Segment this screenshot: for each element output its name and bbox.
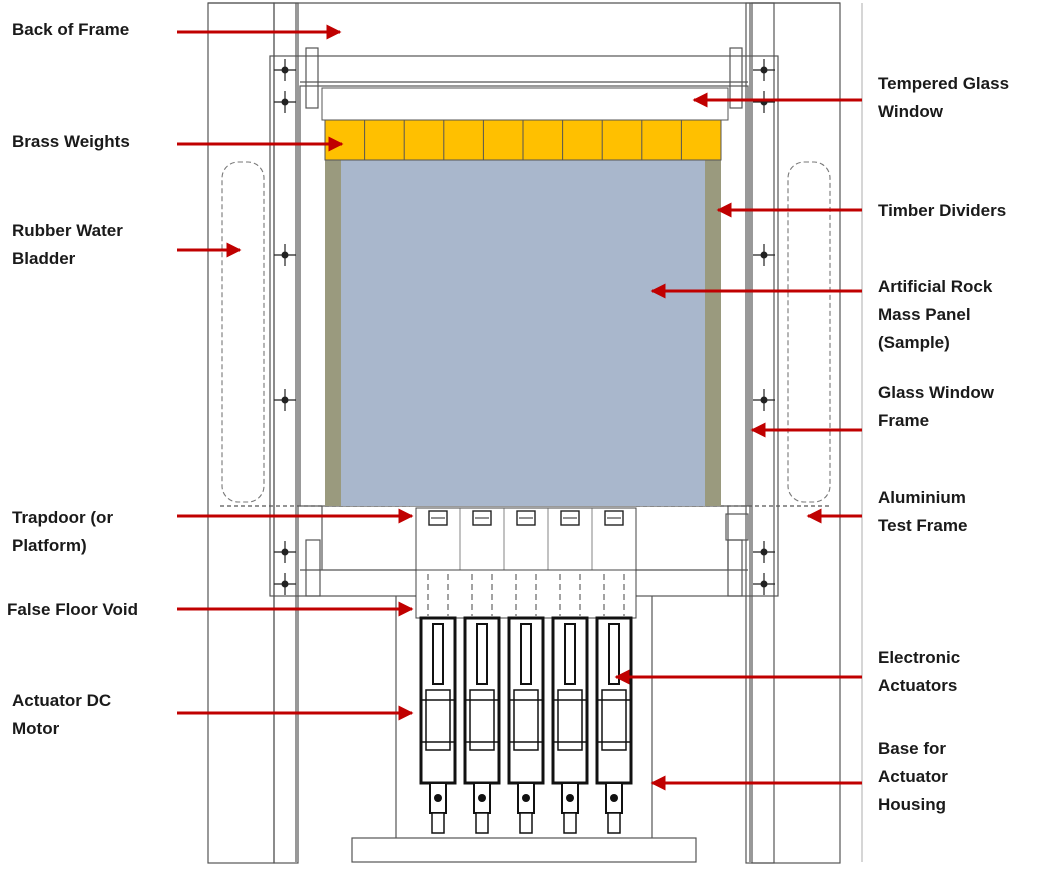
- actuator-rod: [432, 623, 444, 685]
- timber-divider-left: [325, 158, 341, 506]
- actuator-foot: [475, 812, 489, 834]
- false-floor-void-area: [415, 569, 637, 619]
- rubber-water-bladders: [221, 161, 831, 503]
- frame-bolt: [281, 251, 289, 259]
- actuator-pin: [478, 794, 486, 802]
- frame-bolt: [760, 66, 768, 74]
- frame-clamp: [305, 539, 321, 597]
- frame-bolt: [281, 98, 289, 106]
- frame-bolts: [274, 59, 775, 595]
- actuator-pin: [566, 794, 574, 802]
- label-false-floor-void: False Floor Void: [7, 600, 138, 619]
- frame-bolt: [281, 580, 289, 588]
- actuator-dc-motor: [557, 689, 583, 751]
- rubber-water-bladder: [787, 161, 831, 503]
- actuator-dc-motor: [469, 689, 495, 751]
- timber-divider-right: [705, 158, 721, 506]
- frame-clamp: [727, 539, 743, 597]
- actuator-foot: [431, 812, 445, 834]
- annotation-arrows: [177, 24, 862, 791]
- actuator-foot: [563, 812, 577, 834]
- actuator-foot: [607, 812, 621, 834]
- aluminium-test-frame: [207, 2, 863, 864]
- rubber-water-bladder: [221, 161, 265, 503]
- frame-post: [273, 2, 299, 864]
- frame-bolt: [281, 548, 289, 556]
- brass-weights: [324, 119, 722, 161]
- frame-bolt: [281, 66, 289, 74]
- frame-clamp: [305, 47, 319, 109]
- actuator-pin: [434, 794, 442, 802]
- label-back-of-frame: Back of Frame: [12, 20, 130, 39]
- false-floor-void: [415, 569, 637, 619]
- frame-bolt: [760, 580, 768, 588]
- artificial-rock-mass-panel: [341, 158, 705, 506]
- frame-post: [751, 2, 841, 864]
- label-timber-dividers: Timber Dividers: [878, 201, 1007, 220]
- actuator-dc-motor: [513, 689, 539, 751]
- actuator-pin: [610, 794, 618, 802]
- frame-bolt: [281, 396, 289, 404]
- label-brass-weights: Brass Weights: [12, 132, 130, 151]
- frame-bolt: [760, 396, 768, 404]
- actuator-rod: [564, 623, 576, 685]
- actuator-rod: [476, 623, 488, 685]
- trapdoor-platforms: [415, 507, 637, 618]
- actuator-pin: [522, 794, 530, 802]
- actuator-rod: [520, 623, 532, 685]
- frame-clamp: [725, 513, 749, 541]
- actuator-rod: [608, 623, 620, 685]
- actuator-foot: [519, 812, 533, 834]
- frame-clamp: [729, 47, 743, 109]
- actuator-housing-base: [351, 837, 697, 863]
- frame-bolt: [760, 251, 768, 259]
- actuator-dc-motor: [601, 689, 627, 751]
- frame-bolt: [760, 548, 768, 556]
- tempered-glass-window: [321, 87, 729, 121]
- actuator-dc-motor: [425, 689, 451, 751]
- electronic-actuators: [419, 616, 633, 834]
